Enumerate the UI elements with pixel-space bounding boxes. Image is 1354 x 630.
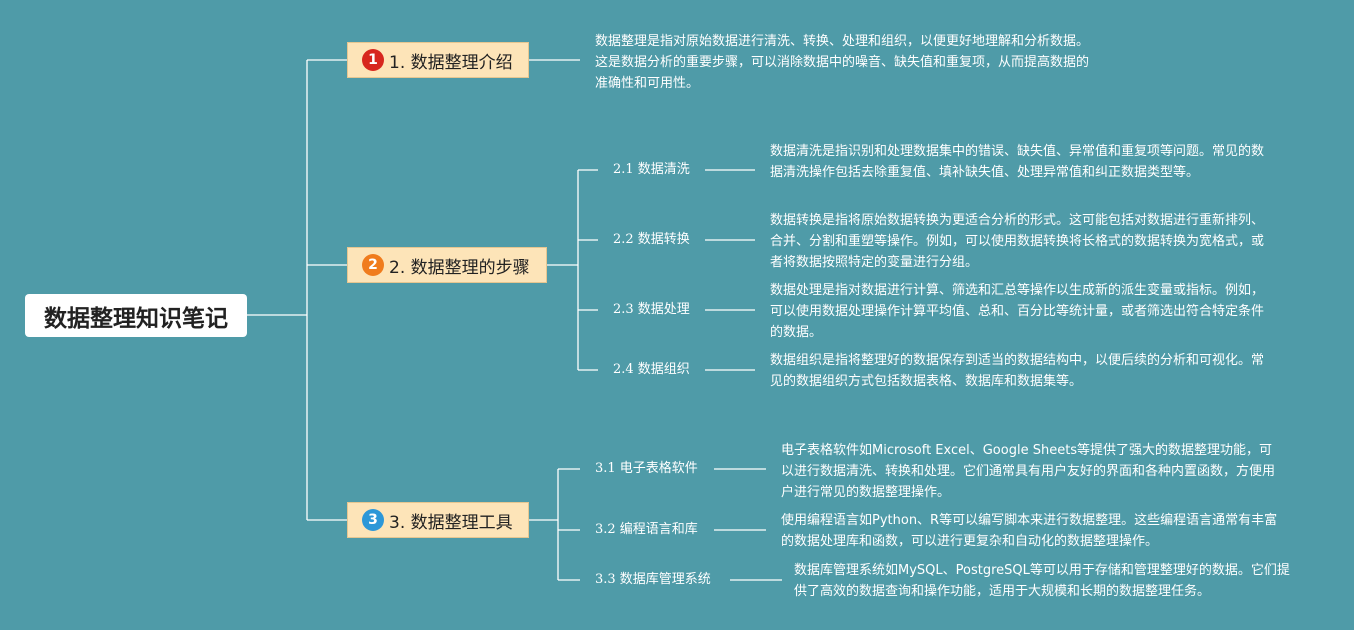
root-node[interactable]: 数据整理知识笔记 xyxy=(25,294,247,337)
section-node-1[interactable]: 1 1. 数据整理介绍 xyxy=(347,42,529,78)
subtopic-2-3[interactable]: 2.3 数据处理 xyxy=(613,302,690,317)
subtopic-2-1-description: 数据清洗是指识别和处理数据集中的错误、缺失值、异常值和重复项等问题。常见的数据清… xyxy=(770,144,1265,180)
section-node-3[interactable]: 3 3. 数据整理工具 xyxy=(347,502,529,538)
subtopic-3-3-description: 数据库管理系统如MySQL、PostgreSQL等可以用于存储和管理整理好的数据… xyxy=(794,563,1290,599)
subtopic-3-1[interactable]: 3.1 电子表格软件 xyxy=(595,461,698,476)
subtopic-2-3-description: 数据处理是指对数据进行计算、筛选和汇总等操作以生成新的派生变量或指标。例如，可以… xyxy=(770,283,1265,340)
subtopic-2-2-description: 数据转换是指将原始数据转换为更适合分析的形式。这可能包括对数据进行重新排列、合并… xyxy=(770,213,1265,270)
section-label: 2. 数据整理的步骤 xyxy=(389,257,530,278)
number-badge-icon: 1 xyxy=(362,49,384,71)
number-badge-icon: 3 xyxy=(362,509,384,531)
subtopic-3-2-description: 使用编程语言如Python、R等可以编写脚本来进行数据整理。这些编程语言通常有丰… xyxy=(781,513,1278,549)
subtopic-2-4[interactable]: 2.4 数据组织 xyxy=(613,362,690,377)
section-node-2[interactable]: 2 2. 数据整理的步骤 xyxy=(347,247,547,283)
subtopic-2-2[interactable]: 2.2 数据转换 xyxy=(613,232,690,247)
subtopic-2-4-description: 数据组织是指将整理好的数据保存到适当的数据结构中，以便后续的分析和可视化。常见的… xyxy=(770,353,1265,389)
subtopic-2-1[interactable]: 2.1 数据清洗 xyxy=(613,162,690,177)
section-label: 1. 数据整理介绍 xyxy=(389,52,513,73)
number-badge-icon: 2 xyxy=(362,254,384,276)
section-label: 3. 数据整理工具 xyxy=(389,512,513,533)
section-1-description: 数据整理是指对原始数据进行清洗、转换、处理和组织，以便更好地理解和分析数据。这是… xyxy=(595,34,1090,91)
subtopic-3-3[interactable]: 3.3 数据库管理系统 xyxy=(595,572,711,587)
subtopic-3-1-description: 电子表格软件如Microsoft Excel、Google Sheets等提供了… xyxy=(781,443,1276,500)
subtopic-3-2[interactable]: 3.2 编程语言和库 xyxy=(595,522,698,537)
root-label: 数据整理知识笔记 xyxy=(44,305,228,332)
